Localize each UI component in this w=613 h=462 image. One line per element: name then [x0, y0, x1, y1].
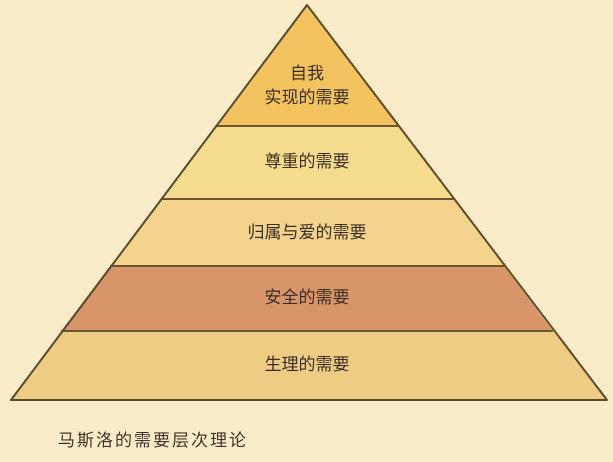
level-esteem-shape [160, 126, 454, 199]
level-self-actualization-label: 自我 实现的需要 [265, 62, 350, 110]
pyramid-outline [10, 4, 608, 401]
level-physiological-shape [11, 331, 607, 400]
level-self-actualization-line1: 自我 [290, 64, 324, 84]
level-safety-shape [61, 266, 553, 331]
level-self-actualization-shape [215, 5, 399, 126]
level-esteem-label: 尊重的需要 [264, 152, 350, 172]
level-love-belonging-shape [110, 199, 504, 266]
level-safety-label: 安全的需要 [264, 288, 350, 308]
level-love-belonging-label: 归属与爱的需要 [247, 223, 367, 243]
level-self-actualization-line2: 实现的需要 [264, 88, 350, 108]
level-physiological-label: 生理的需要 [264, 355, 350, 375]
diagram-caption: 马斯洛的需要层次理论 [58, 431, 248, 451]
level-dividers [61, 125, 553, 332]
